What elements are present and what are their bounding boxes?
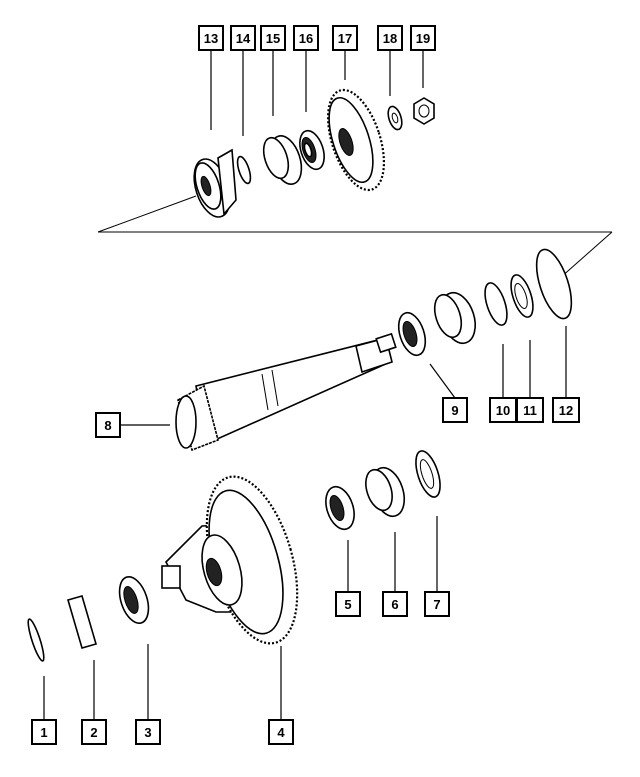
part-7-seal bbox=[415, 450, 441, 498]
part-4-differential bbox=[161, 475, 299, 645]
part-12-large-ring bbox=[535, 248, 573, 320]
part-14-ring bbox=[236, 155, 252, 185]
callout-16: 16 bbox=[293, 25, 319, 51]
part-6-bearing-cup bbox=[365, 466, 406, 518]
callout-1: 1 bbox=[31, 719, 57, 745]
part-19-nut bbox=[413, 97, 435, 125]
part-15-bearing-cup bbox=[262, 135, 303, 185]
callout-17: 17 bbox=[332, 25, 358, 51]
part-17-gear bbox=[326, 88, 386, 192]
part-18-washer bbox=[387, 105, 403, 131]
svg-text:17: 17 bbox=[338, 31, 352, 46]
callout-14: 14 bbox=[230, 25, 256, 51]
part-5-bearing bbox=[325, 485, 355, 531]
part-13-retainer bbox=[193, 148, 237, 218]
svg-text:10: 10 bbox=[496, 403, 510, 418]
svg-text:8: 8 bbox=[104, 418, 111, 433]
svg-text:6: 6 bbox=[391, 597, 398, 612]
part-3-bearing bbox=[118, 576, 150, 624]
leader-lines bbox=[43, 50, 567, 720]
svg-text:15: 15 bbox=[266, 31, 280, 46]
svg-text:2: 2 bbox=[90, 725, 97, 740]
part-1-shim bbox=[27, 618, 45, 662]
part-10-ring bbox=[484, 282, 508, 326]
callout-9: 9 bbox=[442, 397, 468, 423]
svg-text:12: 12 bbox=[559, 403, 573, 418]
svg-text:4: 4 bbox=[277, 725, 285, 740]
svg-text:11: 11 bbox=[523, 403, 537, 418]
callout-5: 5 bbox=[335, 591, 361, 617]
callout-3: 3 bbox=[135, 719, 161, 745]
part-16-tapered-bearing bbox=[299, 129, 325, 171]
svg-text:16: 16 bbox=[299, 31, 313, 46]
callout-18: 18 bbox=[377, 25, 403, 51]
callout-12: 12 bbox=[552, 397, 580, 423]
svg-text:3: 3 bbox=[144, 725, 151, 740]
svg-text:18: 18 bbox=[383, 31, 397, 46]
callout-15: 15 bbox=[260, 25, 286, 51]
svg-text:13: 13 bbox=[204, 31, 218, 46]
callout-13: 13 bbox=[198, 25, 224, 51]
explode-guide-top bbox=[97, 195, 613, 279]
callout-2: 2 bbox=[81, 719, 107, 745]
part-11-shim bbox=[510, 274, 534, 318]
callout-11: 11 bbox=[516, 397, 544, 423]
svg-text:1: 1 bbox=[40, 725, 47, 740]
svg-text:9: 9 bbox=[451, 403, 458, 418]
part-8-shaft bbox=[175, 332, 397, 452]
svg-text:14: 14 bbox=[236, 31, 251, 46]
part-9-bearing bbox=[397, 291, 477, 357]
callout-7: 7 bbox=[424, 591, 450, 617]
callout-4: 4 bbox=[268, 719, 294, 745]
callout-19: 19 bbox=[410, 25, 436, 51]
svg-text:19: 19 bbox=[416, 31, 430, 46]
svg-text:5: 5 bbox=[344, 597, 351, 612]
callout-8: 8 bbox=[95, 412, 121, 438]
callout-10: 10 bbox=[489, 397, 517, 423]
part-2-pin bbox=[67, 595, 97, 649]
svg-text:7: 7 bbox=[433, 597, 440, 612]
callout-6: 6 bbox=[382, 591, 408, 617]
